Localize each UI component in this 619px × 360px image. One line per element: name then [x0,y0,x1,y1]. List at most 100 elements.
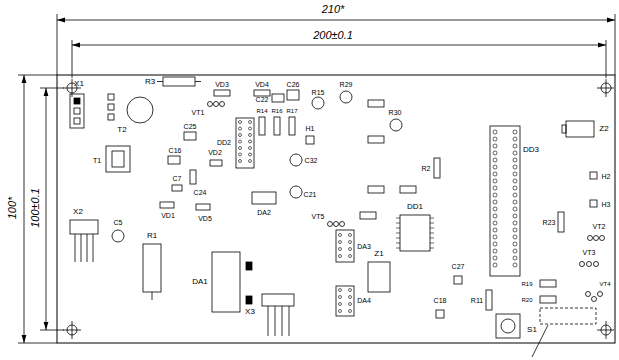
part-designator: R29 [340,81,353,88]
component-outline [246,262,252,270]
component-outline [254,90,270,96]
component-outline [112,230,124,242]
ic-pin [239,121,242,124]
component-outline [501,319,515,333]
ic-pin [430,243,434,244]
ic-pin [493,186,497,190]
ic-pin [339,310,342,313]
part-designator: DD3 [523,146,539,154]
component-outline [274,117,280,135]
component-outline [70,220,98,234]
mounting-hole [597,330,614,331]
component-outline [268,306,269,336]
component-outline [290,186,302,198]
dimension-lines [57,14,58,75]
component-outline [262,294,294,306]
ic-pin [493,256,497,260]
ic-pin [513,179,517,183]
part-designator: R16 [271,108,282,114]
component-outline [594,236,599,241]
ic-pin [396,243,400,244]
part-designator: R15 [312,89,325,96]
component-outline [486,290,492,310]
dimension-text: 200±0.1 [313,30,353,41]
dimension-lines [72,45,606,46]
ic-pin [513,249,517,253]
component-outline [127,97,153,123]
component-outline [212,252,240,312]
part-designator: VD2 [208,149,222,156]
part-designator: VD1 [161,212,175,219]
board-outline [57,75,615,343]
component-outline [562,125,566,133]
component-outline [74,98,80,104]
ic-pin [513,221,517,225]
component-outline [214,102,219,107]
leader-line [532,308,596,357]
ic-pin [249,127,252,130]
part-designator: H3 [602,201,611,208]
component-outline [275,306,276,336]
ic-pin [513,263,517,267]
component-outline [172,185,182,191]
ic-pin [239,140,242,143]
part-designator: Z1 [374,250,383,258]
part-designator: C25 [184,123,197,130]
ic-pin [249,153,252,156]
component-outline [368,262,390,292]
board-outline [57,75,615,343]
component-outline [436,310,444,318]
part-designator: H2 [602,173,611,180]
dimension-lines [46,88,47,330]
component-outline [210,160,222,166]
dimension-lines [40,330,64,331]
part-designator: VT2 [593,223,606,230]
part-designator: C18 [434,297,447,304]
ic-pin [493,242,497,246]
ic-pin [493,130,497,134]
component-outline [454,276,462,284]
component-outline [184,132,196,140]
component-outline [586,292,591,297]
ic-pin [396,228,400,229]
part-designator: DD1 [407,203,423,211]
ic-pin [513,242,517,246]
ic-pin [513,158,517,162]
ic-pin [430,218,434,219]
ic-pin [493,193,497,197]
component-outline [236,118,254,168]
component-outline [400,215,430,251]
ic-pin [249,147,252,150]
part-designator: R3 [145,78,155,86]
mounting-hole [606,321,607,339]
component-outline [290,154,302,166]
ic-pin [493,158,497,162]
ic-pin [396,223,400,224]
component-outline [312,97,324,109]
dimension-lines [40,88,64,89]
component-outline [282,306,283,336]
ic-pin [513,137,517,141]
part-designator: C24 [194,189,207,196]
ic-pin [513,207,517,211]
component-outline [157,81,163,82]
component-outline [590,200,597,207]
ic-pin [239,160,242,163]
component-outline [252,192,276,204]
component-outline [195,81,201,82]
ic-pin [513,256,517,260]
ic-pin [493,249,497,253]
mounting-hole [63,79,614,339]
part-designator: C27 [452,263,465,270]
component-outline [160,202,174,208]
ic-pin [493,151,497,155]
component-outline [287,90,299,100]
part-designator: X3 [245,308,255,316]
component-outline [434,158,440,178]
component-outline [400,186,416,193]
component-outline [368,186,384,193]
part-designator: C7 [173,175,182,182]
ic-pin [339,255,342,258]
component-outline [208,102,213,107]
ic-pin [513,165,517,169]
